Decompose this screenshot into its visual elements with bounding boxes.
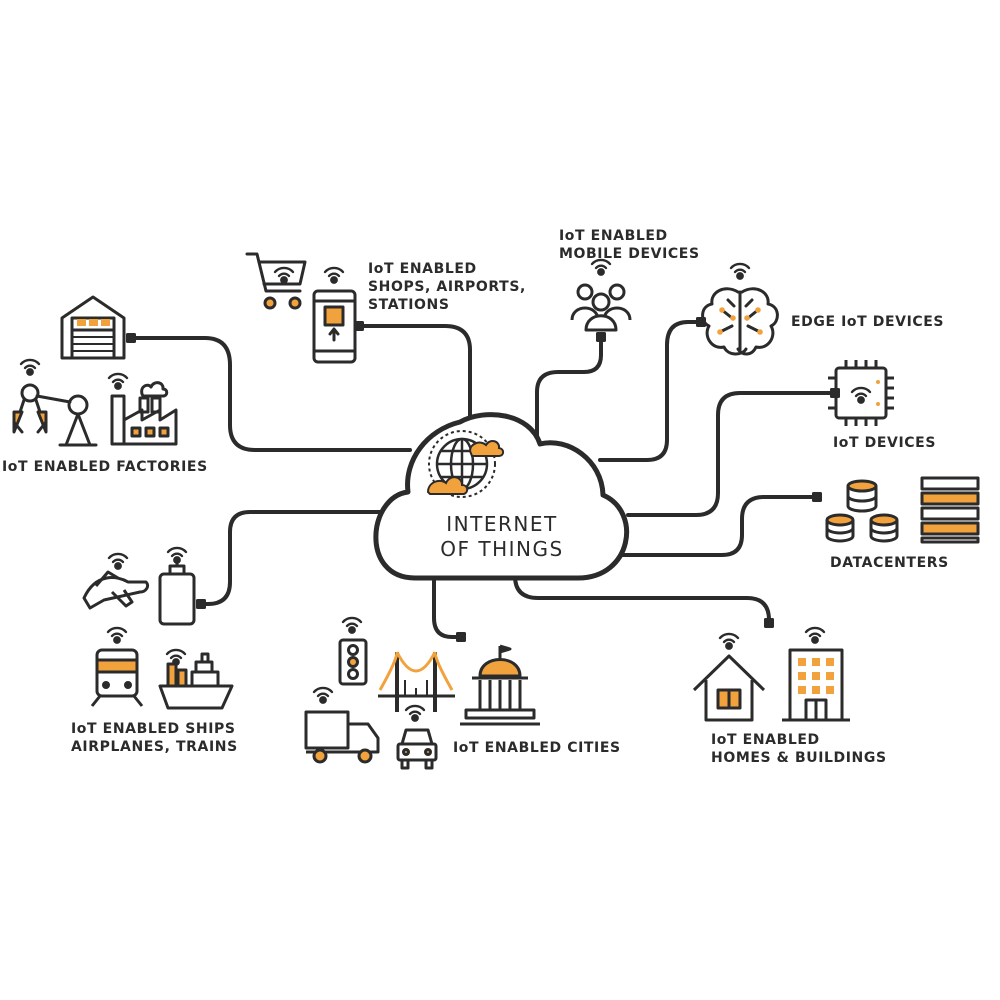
label-line: STATIONS <box>368 297 450 313</box>
brain-icon <box>701 262 779 356</box>
database-icon <box>825 479 899 543</box>
center-title-line: INTERNET <box>446 512 558 536</box>
label-line: SHOPS, AIRPORTS, <box>368 279 526 295</box>
industrial-plant-icon <box>107 372 178 446</box>
airplane-icon <box>82 552 150 610</box>
label-homes: IoT ENABLED HOMES & BUILDINGS <box>711 731 887 767</box>
label-edge: EDGE IoT DEVICES <box>791 313 944 331</box>
label-mobile: IoT ENABLED MOBILE DEVICES <box>559 227 700 263</box>
bridge-icon <box>378 651 455 712</box>
robot-arm-icon <box>12 358 98 447</box>
label-datacenters: DATACENTERS <box>830 554 949 572</box>
house-icon <box>692 632 766 722</box>
label-shops: IoT ENABLED SHOPS, AIRPORTS, STATIONS <box>368 260 526 314</box>
line-shops <box>356 324 472 422</box>
people-group-icon <box>570 258 632 332</box>
connector-lines <box>131 320 838 639</box>
center-title: INTERNET OF THINGS <box>402 512 602 562</box>
shopping-cart-icon <box>245 252 307 310</box>
line-datacenters <box>618 495 817 557</box>
label-line: IoT DEVICES <box>833 435 937 451</box>
office-building-icon <box>782 626 850 722</box>
label-line: IoT ENABLED <box>711 732 820 748</box>
label-line: EDGE IoT DEVICES <box>791 314 945 330</box>
label-line: MOBILE DEVICES <box>559 246 700 262</box>
capitol-icon <box>460 644 540 726</box>
train-icon <box>90 626 144 707</box>
server-rack-icon <box>920 476 980 544</box>
label-line: IoT ENABLED SHIPS <box>71 721 236 737</box>
car-icon <box>396 704 438 770</box>
smartphone-icon <box>312 266 357 364</box>
truck-icon <box>304 686 380 764</box>
label-line: HOMES & BUILDINGS <box>711 750 887 766</box>
line-cities <box>432 576 462 639</box>
label-factories: IoT ENABLED FACTORIES <box>2 458 208 476</box>
traffic-light-icon <box>338 616 368 686</box>
label-line: DATACENTERS <box>830 555 949 571</box>
center-title-line: OF THINGS <box>440 537 564 561</box>
luggage-icon <box>158 546 196 626</box>
label-line: IoT ENABLED <box>559 228 668 244</box>
line-mobile <box>535 336 603 442</box>
label-line: IoT ENABLED CITIES <box>453 740 621 756</box>
line-iot-devices <box>626 391 838 517</box>
line-transport <box>198 510 407 606</box>
label-line: IoT ENABLED FACTORIES <box>2 459 208 475</box>
label-iot-devices: IoT DEVICES <box>833 434 936 452</box>
ship-icon <box>158 648 234 710</box>
factory-building-icon <box>60 295 126 360</box>
central-cloud <box>373 412 630 581</box>
label-cities: IoT ENABLED CITIES <box>453 739 621 757</box>
label-line: IoT ENABLED <box>368 261 477 277</box>
line-homes <box>513 574 771 622</box>
line-edge <box>598 320 700 462</box>
chip-icon <box>828 360 894 426</box>
globe-icon <box>426 430 505 498</box>
line-factories <box>131 336 412 452</box>
label-transport: IoT ENABLED SHIPS AIRPLANES, TRAINS <box>71 720 238 756</box>
label-line: AIRPLANES, TRAINS <box>71 739 238 755</box>
